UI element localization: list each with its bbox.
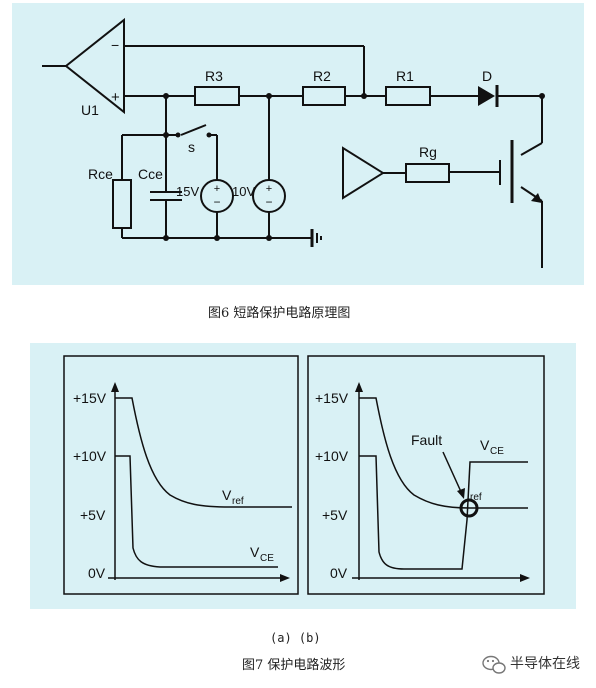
waveform-panel-b: +15V +10V +5V 0V Fault V CE ref: [307, 355, 545, 595]
panel-b-vce-curve: [359, 455, 528, 570]
resistor-r2: [302, 86, 346, 106]
panel-a-vref-sub: ref: [232, 496, 244, 507]
panel-b-tick-0v: 0V: [330, 565, 348, 581]
opamp-u1-symbol: [64, 17, 125, 115]
panel-a-frame: [63, 355, 299, 595]
label-u1: U1: [81, 102, 99, 118]
panel-a-vce-label: V: [250, 544, 260, 560]
panel-b-tick-15v: +15V: [315, 390, 349, 406]
label-switch-s: s: [188, 139, 195, 155]
svg-text:+: +: [214, 183, 220, 195]
panel-b-frame: [307, 355, 545, 595]
label-15v: 15V: [176, 184, 199, 199]
source-10v-symbol: + −: [252, 179, 286, 213]
panel-b-tick-10v: +10V: [315, 448, 349, 464]
wechat-icon: [482, 655, 506, 674]
resistor-r3: [194, 86, 240, 106]
panel-a-vce-sub: CE: [260, 553, 274, 564]
figure7-caption: 图7 保护电路波形: [242, 657, 345, 673]
fault-arrow: [442, 451, 463, 495]
panel-b-vce-label: V: [480, 437, 490, 453]
label-10v: 10V: [232, 184, 255, 199]
watermark: 半导体在线: [482, 655, 580, 674]
panel-a-vce-curve: [115, 455, 278, 568]
junction-dots: [163, 93, 545, 241]
panel-b-fault-label: Fault: [411, 432, 442, 448]
figure7-sublabels: (a) (b): [270, 631, 321, 645]
svg-text:−: −: [265, 195, 272, 209]
figure6-circuit: + − + − U1 − + R3 R2 R1: [12, 3, 584, 285]
source-15v-symbol: + −: [200, 179, 234, 213]
label-d: D: [482, 68, 492, 84]
label-r3: R3: [205, 68, 223, 84]
gate-driver-symbol: [342, 146, 385, 200]
waveform-panel-a: +15V +10V +5V 0V V ref V CE: [63, 355, 299, 595]
fault-marker-circle: [459, 498, 479, 518]
label-plus-input: +: [111, 89, 120, 106]
svg-text:−: −: [213, 195, 220, 209]
panel-b-tick-5v: +5V: [322, 507, 348, 523]
resistor-rce: [112, 179, 132, 229]
watermark-text: 半导体在线: [510, 656, 580, 672]
label-rce: Rce: [88, 166, 113, 182]
figure6-caption: 图6 短路保护电路原理图: [208, 305, 350, 321]
resistor-r1: [385, 86, 431, 106]
panel-a-tick-15v: +15V: [73, 390, 107, 406]
label-cce: Cce: [138, 166, 163, 182]
panel-a-tick-5v: +5V: [80, 507, 106, 523]
panel-b-vce-sub: CE: [490, 446, 504, 457]
panel-a-vref-label: V: [222, 487, 232, 503]
panel-a-tick-0v: 0V: [88, 565, 106, 581]
svg-text:+: +: [266, 183, 272, 195]
label-r2: R2: [313, 68, 331, 84]
transistor-emitter-arrow: [531, 193, 542, 203]
panel-b-vref-sub: ref: [470, 492, 482, 503]
panel-a-tick-10v: +10V: [73, 448, 107, 464]
circuit-wires: [42, 17, 543, 268]
figure7-waveforms: +15V +10V +5V 0V V ref V CE: [30, 343, 576, 609]
panel-b-vref-curve: [359, 397, 528, 509]
label-rg: Rg: [419, 144, 437, 160]
label-r1: R1: [396, 68, 414, 84]
resistors: [112, 86, 450, 229]
panel-a-vref-curve: [115, 397, 292, 508]
label-minus-input: −: [111, 37, 119, 53]
diode-d-symbol: [478, 85, 499, 107]
resistor-rg: [405, 163, 450, 183]
